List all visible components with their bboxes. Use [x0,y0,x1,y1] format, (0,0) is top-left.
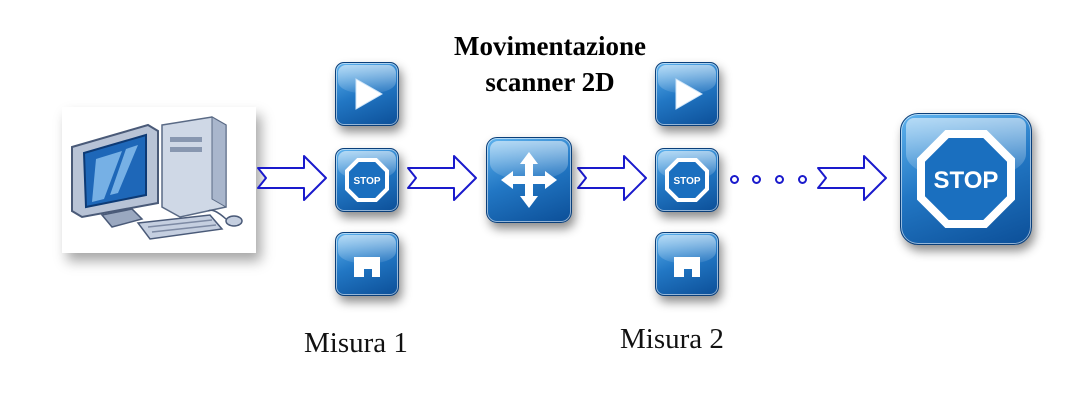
save-icon [354,257,380,277]
save-button-1[interactable] [335,232,399,296]
arrow-4 [817,155,887,201]
save-icon [674,257,700,277]
arrow-3 [577,155,647,201]
stop-button-2[interactable]: STOP [655,148,719,212]
stop-button-1[interactable]: STOP [335,148,399,212]
end-stop-label: STOP [934,167,999,194]
diagram-title: Movimentazione scanner 2D [405,28,695,100]
play-button-1[interactable] [335,62,399,126]
save-button-2[interactable] [655,232,719,296]
play-icon [355,78,384,110]
step-1-label: Misura 1 [304,327,408,359]
stop-sign-icon: STOP [665,158,709,202]
ellipsis-dot [752,175,761,184]
ellipsis-dot [798,175,807,184]
play-icon [675,78,704,110]
ellipsis-dot [730,175,739,184]
end-stop-button[interactable]: STOP [900,113,1032,245]
step-2-label: Misura 2 [620,323,724,355]
title-line-2: scanner 2D [485,67,615,97]
computer-panel [62,107,256,253]
stop-label-1: STOP [353,176,380,187]
arrow-2 [407,155,477,201]
stop-sign-icon: STOP [345,158,389,202]
desktop-computer-icon [71,116,243,240]
stop-sign-icon: STOP [917,130,1015,228]
stop-label-2: STOP [673,176,700,187]
ellipsis-dot [775,175,784,184]
move-scanner-button[interactable] [486,137,572,223]
move-arrows-icon [501,152,557,208]
play-button-2[interactable] [655,62,719,126]
title-line-1: Movimentazione [454,31,646,61]
arrow-1 [257,155,327,201]
